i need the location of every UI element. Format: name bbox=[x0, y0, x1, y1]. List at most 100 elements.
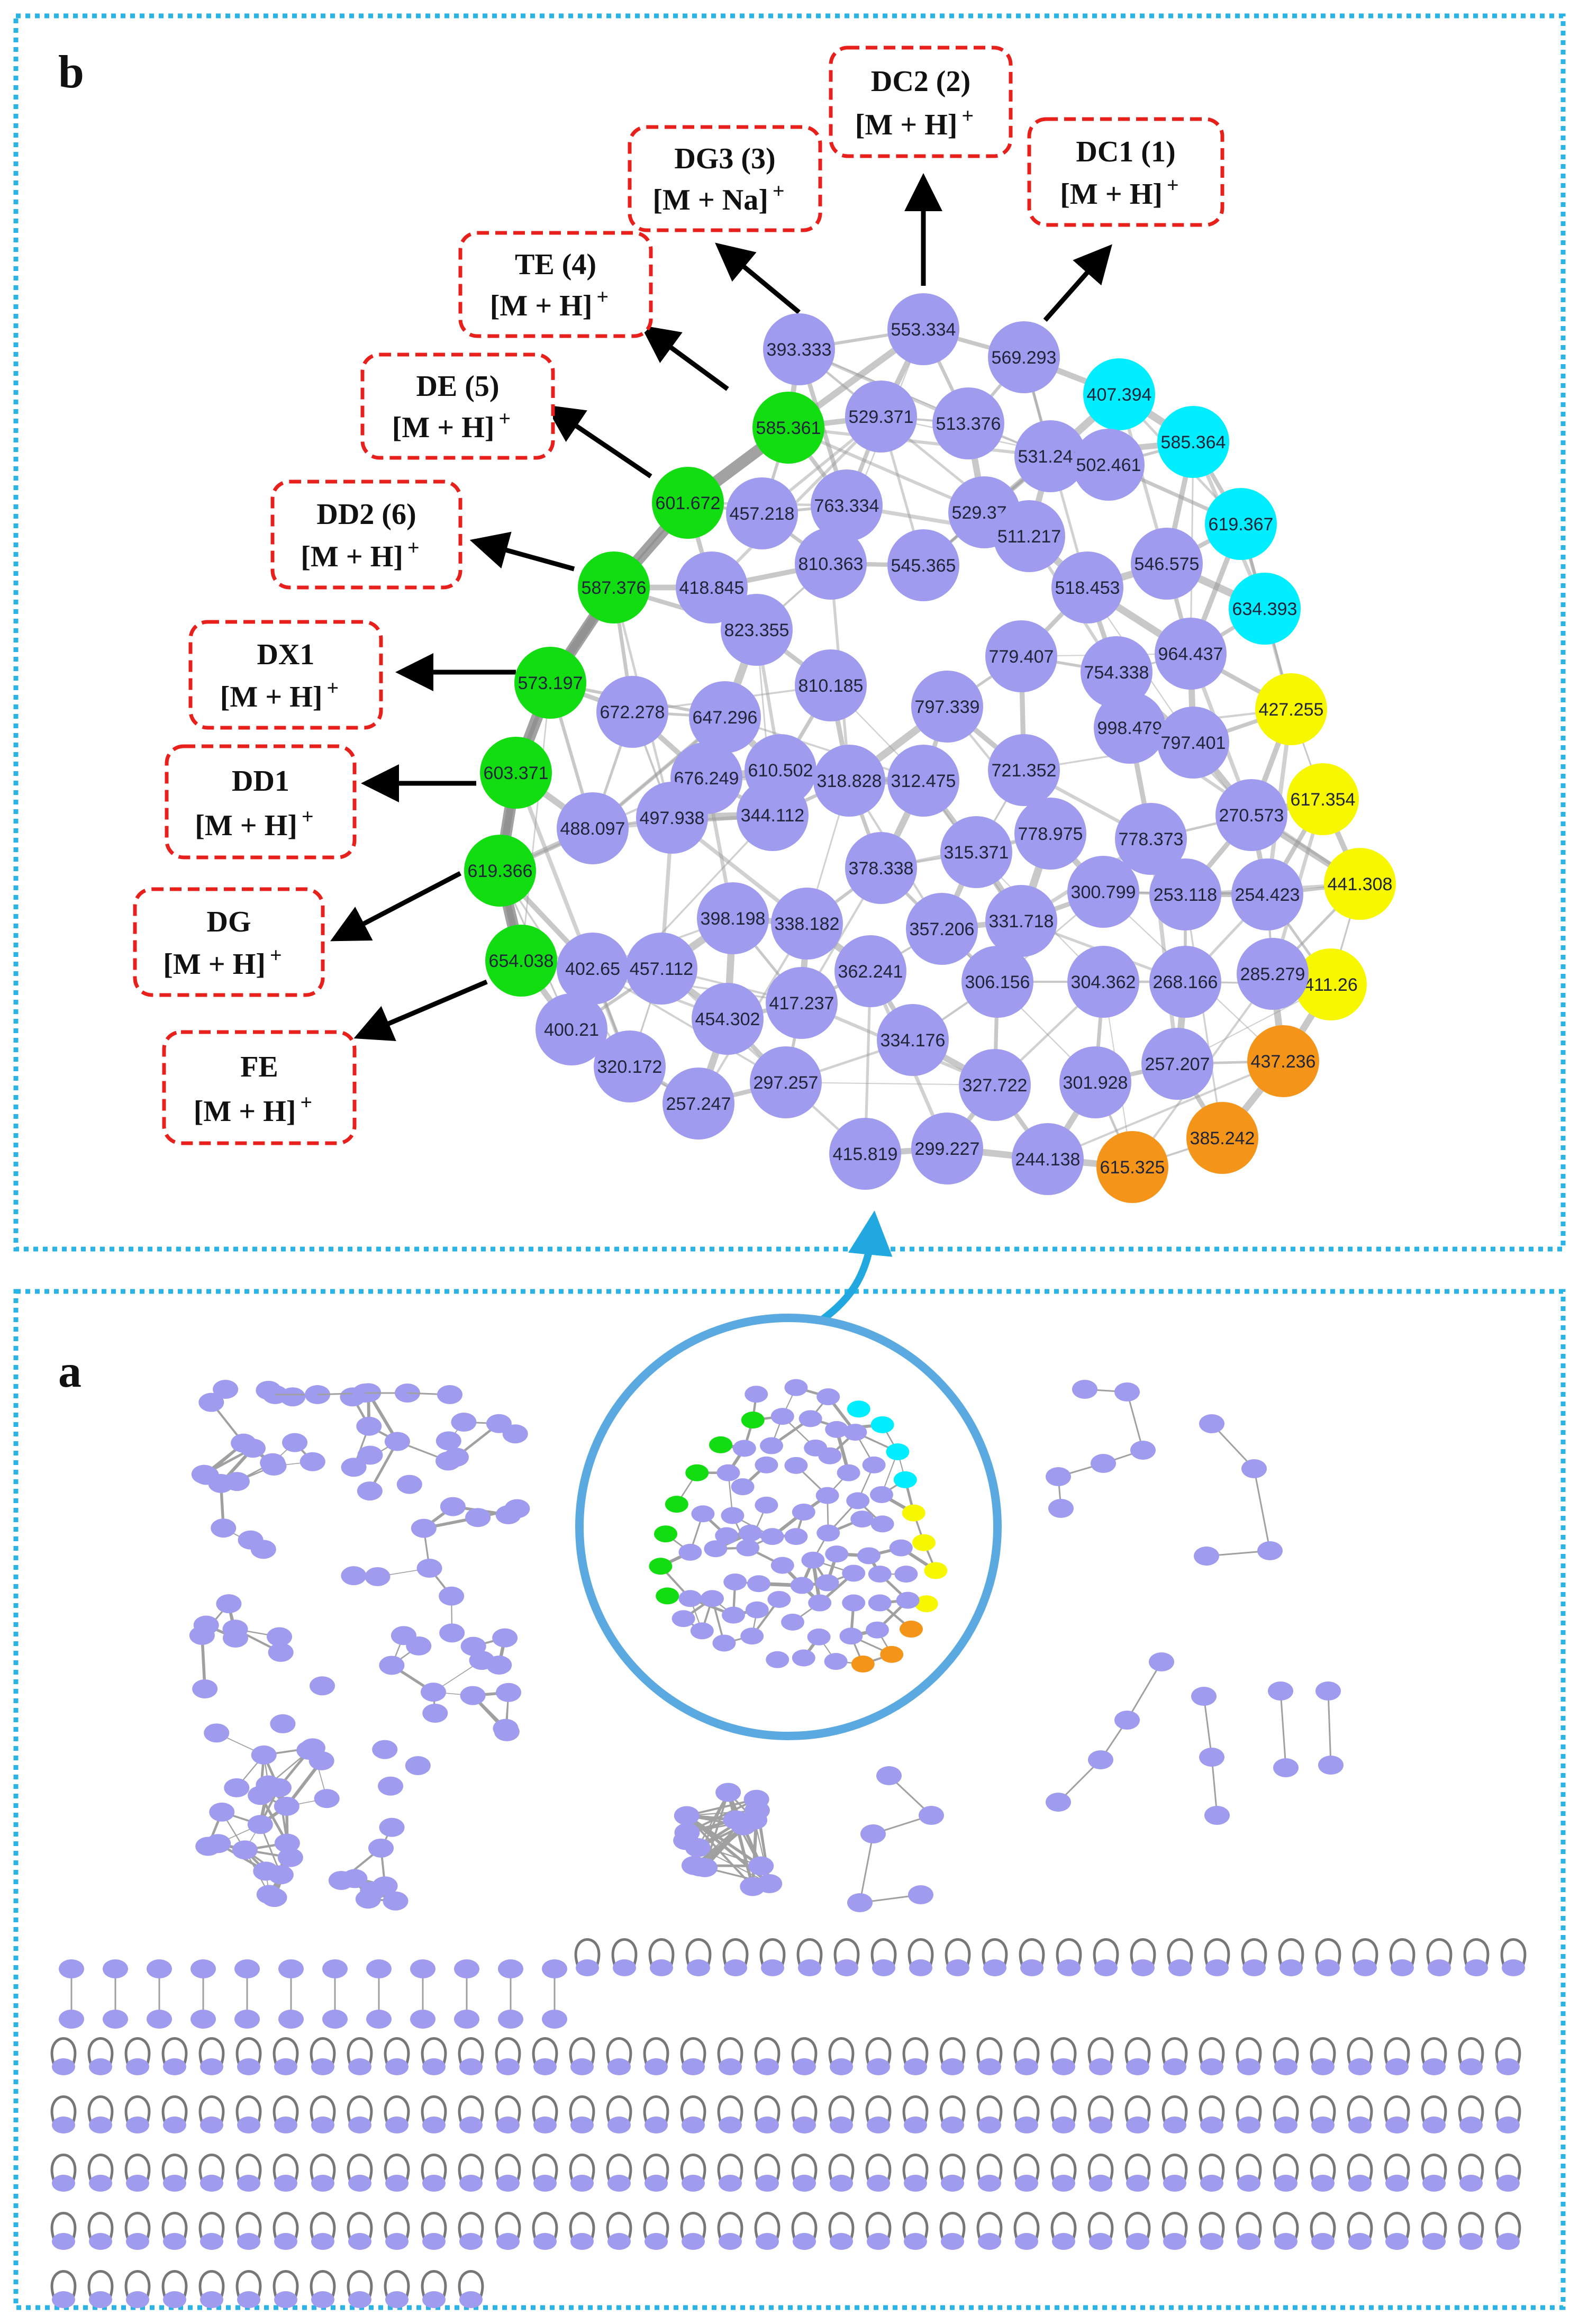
overview-node bbox=[843, 1424, 867, 1441]
overview-node bbox=[224, 1778, 250, 1797]
overview-edge bbox=[859, 1833, 874, 1903]
overview-node bbox=[189, 1625, 215, 1645]
network-node: 304.362 bbox=[1067, 946, 1139, 1018]
overview-node bbox=[1422, 2233, 1446, 2250]
network-node: 301.928 bbox=[1059, 1046, 1131, 1118]
overview-node bbox=[839, 1627, 863, 1645]
overview-node bbox=[454, 1959, 479, 1978]
annotation-charge: + bbox=[407, 536, 420, 559]
overview-node bbox=[416, 1559, 442, 1578]
annotation-adduct-ion: [M + H] bbox=[490, 290, 593, 322]
annotation-box-border bbox=[360, 352, 555, 460]
overview-self-loop bbox=[384, 2212, 410, 2240]
network-node: 257.207 bbox=[1141, 1028, 1213, 1100]
overview-self-loop bbox=[1161, 2095, 1188, 2123]
overview-node bbox=[747, 1575, 770, 1593]
node-label: 338.182 bbox=[775, 914, 840, 934]
overview-self-loop bbox=[865, 2095, 892, 2123]
overview-node bbox=[767, 1590, 791, 1608]
network-node: 378.338 bbox=[845, 832, 917, 904]
node-label: 301.928 bbox=[1063, 1073, 1128, 1093]
overview-node bbox=[741, 1412, 765, 1429]
overview-node bbox=[52, 2058, 75, 2075]
overview-self-loop bbox=[643, 2154, 669, 2182]
network-node: 619.367 bbox=[1205, 488, 1277, 560]
overview-self-loop bbox=[643, 2037, 669, 2065]
node-label: 398.198 bbox=[701, 909, 766, 929]
overview-node bbox=[1459, 2233, 1483, 2250]
network-node: 546.575 bbox=[1131, 528, 1203, 600]
overview-node bbox=[216, 1594, 242, 1614]
overview-node bbox=[52, 2291, 75, 2308]
overview-node bbox=[496, 2058, 520, 2075]
overview-self-loop bbox=[421, 2095, 447, 2123]
overview-self-loop bbox=[1352, 1938, 1378, 1966]
overview-node bbox=[311, 2291, 334, 2308]
overview-self-loop bbox=[1347, 2095, 1373, 2123]
node-label: 778.373 bbox=[1119, 829, 1184, 849]
annotation-charge: + bbox=[270, 943, 282, 967]
annotation-adduct: [M + H]+ bbox=[1060, 173, 1178, 211]
overview-node bbox=[274, 2117, 297, 2133]
network-node: 327.722 bbox=[959, 1049, 1031, 1121]
node-circle bbox=[557, 933, 629, 1005]
overview-node bbox=[261, 1888, 287, 1907]
overview-self-loop bbox=[161, 2154, 188, 2182]
node-label: 529.371 bbox=[849, 407, 914, 427]
node-circle bbox=[766, 967, 838, 1039]
overview-node bbox=[192, 1679, 218, 1699]
overview-node bbox=[1015, 2058, 1038, 2075]
network-node: 315.371 bbox=[940, 816, 1012, 888]
node-circle bbox=[596, 676, 668, 748]
overview-self-loop bbox=[1463, 1938, 1490, 1966]
overview-self-loop bbox=[50, 2212, 77, 2240]
overview-node bbox=[1089, 2058, 1112, 2075]
annotation-adduct: [M + H]+ bbox=[301, 536, 419, 573]
overview-node bbox=[1163, 2117, 1186, 2133]
overview-node bbox=[439, 1623, 465, 1643]
overview-node bbox=[274, 2058, 297, 2075]
overview-node bbox=[126, 2175, 149, 2192]
overview-self-loop bbox=[532, 2037, 558, 2065]
overview-node bbox=[868, 1566, 892, 1583]
overview-self-loop bbox=[310, 2154, 336, 2182]
overview-node bbox=[384, 1432, 410, 1451]
overview-node bbox=[1089, 2233, 1112, 2250]
network-node: 312.475 bbox=[887, 745, 959, 817]
node-label: 331.718 bbox=[989, 911, 1054, 932]
overview-self-loop bbox=[87, 2154, 114, 2182]
node-label: 601.672 bbox=[656, 493, 721, 513]
network-node: 285.279 bbox=[1237, 938, 1309, 1010]
network-node: 254.423 bbox=[1231, 858, 1303, 930]
overview-edge bbox=[1327, 1690, 1332, 1766]
network-node: 393.333 bbox=[763, 313, 835, 385]
network-edge bbox=[592, 967, 786, 1083]
overview-node bbox=[379, 1817, 405, 1837]
network-node: 797.339 bbox=[911, 671, 983, 743]
overview-node bbox=[365, 1567, 391, 1586]
overview-self-loop bbox=[1310, 2212, 1336, 2240]
overview-node bbox=[278, 1959, 304, 1978]
overview-self-loop bbox=[1236, 2212, 1262, 2240]
overview-node bbox=[163, 2291, 186, 2308]
network-node: 407.394 bbox=[1083, 358, 1155, 430]
overview-node bbox=[1048, 1499, 1074, 1518]
overview-node bbox=[784, 1379, 808, 1396]
overview-node bbox=[1318, 1756, 1344, 1775]
overview-self-loop bbox=[1050, 2212, 1077, 2240]
overview-self-loop bbox=[791, 2154, 818, 2182]
overview-node bbox=[721, 1507, 745, 1524]
annotation-box-border bbox=[628, 125, 822, 232]
overview-node bbox=[277, 1848, 303, 1867]
overview-self-loop bbox=[680, 2095, 706, 2123]
overview-node bbox=[234, 1959, 260, 1978]
overview-node bbox=[385, 2233, 409, 2250]
overview-self-loop bbox=[310, 2037, 336, 2065]
overview-node bbox=[830, 2117, 853, 2133]
annotation-box: DD2 (6)[M + H]+ bbox=[270, 480, 462, 590]
node-circle bbox=[663, 1068, 734, 1140]
overview-node bbox=[862, 1456, 886, 1473]
node-circle bbox=[676, 551, 748, 623]
node-label: 344.112 bbox=[741, 806, 804, 826]
node-label: 327.722 bbox=[963, 1075, 1028, 1096]
